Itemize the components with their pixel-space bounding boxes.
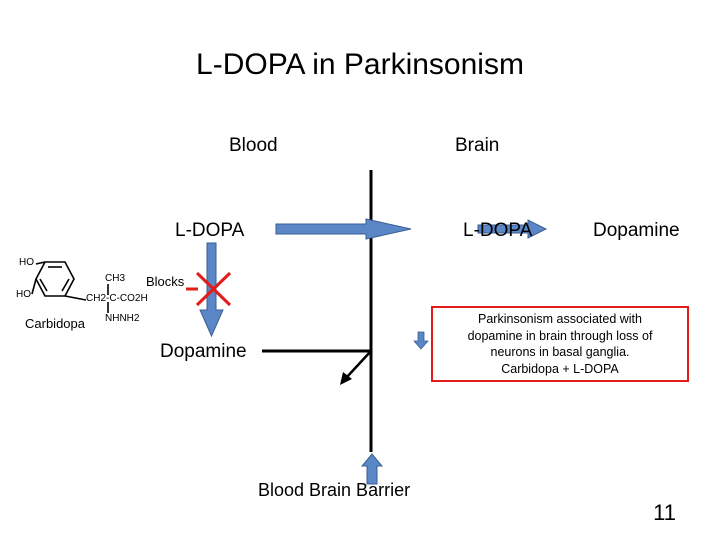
note-line-2: dopamine in brain through loss of bbox=[467, 328, 653, 343]
note-line-3: neurons in basal ganglia. bbox=[490, 345, 630, 359]
structure-ho-bottom: HO bbox=[16, 289, 31, 300]
note-pointer-arrow bbox=[413, 331, 429, 350]
blood-label: Blood bbox=[229, 135, 278, 156]
conversion-arrow-brain bbox=[477, 219, 548, 239]
ldopa-crossing-arrow bbox=[275, 218, 412, 240]
dopamine-brain-label: Dopamine bbox=[593, 220, 680, 241]
deflect-arrow-shaft bbox=[345, 350, 372, 379]
carbidopa-label: Carbidopa bbox=[25, 316, 85, 331]
note-line-1: Parkinsonism associated with bbox=[478, 312, 642, 326]
bbb-label: Blood Brain Barrier bbox=[258, 480, 411, 500]
brain-label: Brain bbox=[455, 135, 500, 156]
block-x-mark bbox=[195, 271, 232, 307]
note-box: Parkinsonism associated with dopamine in… bbox=[431, 306, 689, 382]
ldopa-blood-label: L-DOPA bbox=[175, 220, 245, 241]
structure-nhnh2: NHNH2 bbox=[105, 313, 140, 324]
structure-chain: CH2-C-CO2H bbox=[86, 293, 148, 304]
structure-ch3: CH3 bbox=[105, 273, 126, 284]
ldopa-brain-label: L-DOPA bbox=[463, 220, 533, 241]
page-number: 11 bbox=[653, 500, 676, 525]
deflect-arrowhead bbox=[340, 372, 352, 385]
dopamine-blood-label: Dopamine bbox=[160, 341, 247, 362]
note-line-4: Carbidopa + L-DOPA bbox=[501, 361, 619, 376]
slide-title: L-DOPA in Parkinsonism bbox=[196, 48, 524, 81]
blocks-label: Blocks bbox=[146, 274, 185, 289]
barrier-label-arrow bbox=[360, 453, 384, 485]
structure-ho-top: HO bbox=[19, 257, 34, 268]
carbidopa-structure bbox=[31, 261, 109, 313]
